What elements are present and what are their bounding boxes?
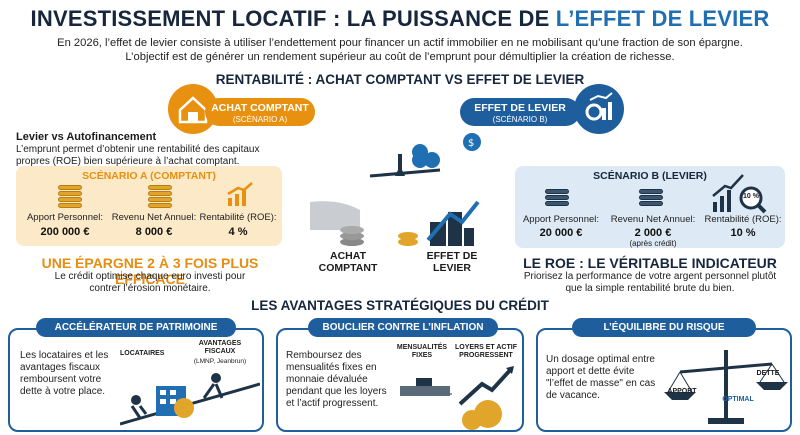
title-accent: L’EFFET DE LEVIER bbox=[555, 6, 770, 31]
inflation-shield-icon bbox=[396, 364, 520, 435]
label-dette: DETTE bbox=[756, 370, 780, 377]
a-roe-label: Rentabilité (ROE): bbox=[199, 212, 277, 223]
b-roe-label: Rentabilité (ROE): bbox=[704, 214, 782, 225]
label-optimal: OPTIMAL bbox=[722, 396, 754, 403]
pill-b-title: EFFET DE LEVIER bbox=[474, 102, 566, 114]
box1-title: ACCÉLÉRATEUR DE PATRIMOINE bbox=[36, 318, 236, 337]
advantages-heading: LES AVANTAGES STRATÉGIQUES DU CRÉDIT bbox=[251, 298, 549, 313]
a-revenu-label: Revenu Net Annuel: bbox=[111, 212, 197, 223]
pushing-building-icon bbox=[119, 362, 261, 433]
pill-a-title: ACHAT COMPTANT bbox=[211, 102, 309, 114]
a-revenu-value: 8 000 € bbox=[135, 226, 173, 238]
gears-growth-icon bbox=[574, 84, 624, 134]
roe-title: LE ROE : LE VÉRITABLE INDICATEUR bbox=[523, 255, 777, 271]
pill-effet-levier: EFFET DE LEVIER (SCÉNARIO B) bbox=[460, 98, 580, 126]
coin-stack-icon bbox=[545, 188, 569, 206]
pill-a-sub: (SCÉNARIO A) bbox=[232, 115, 288, 124]
label-fiscaux: AVANTAGES FISCAUX bbox=[198, 340, 242, 355]
box3-text: Un dosage optimal entre apport et dette … bbox=[546, 354, 656, 401]
box2-text: Remboursez des mensualités fixes en monn… bbox=[286, 350, 387, 409]
center-right-label: EFFET DE LEVIER bbox=[426, 250, 478, 274]
b-revenu-label: Revenu Net Annuel: bbox=[610, 214, 696, 225]
svg-text:$: $ bbox=[468, 138, 474, 149]
label-fiscaux-sub: (LMNP, Jeanbrun) bbox=[193, 358, 247, 365]
roe-badge: 10 % bbox=[743, 193, 759, 200]
b-revenu-value: 2 000 € bbox=[634, 227, 672, 239]
lever-title: Levier vs Autofinancement bbox=[16, 131, 157, 143]
coin-stack-icon bbox=[58, 184, 82, 208]
chart-up-icon bbox=[226, 182, 254, 211]
coin-stack-icon bbox=[639, 188, 663, 206]
pill-b-sub: (SCÉNARIO B) bbox=[492, 115, 548, 124]
growth-magnifier-icon bbox=[711, 172, 767, 219]
center-illustration: $ bbox=[300, 130, 500, 260]
efficacy-text: Le crédit optimise chaque euro investi p… bbox=[54, 271, 246, 294]
pill-achat-comptant: ACHAT COMPTANT (SCÉNARIO A) bbox=[205, 98, 315, 126]
b-apport-value: 20 000 € bbox=[539, 227, 583, 239]
a-apport-value: 200 000 € bbox=[40, 226, 90, 238]
title-main: INVESTISSEMENT LOCATIF : LA PUISSANCE DE bbox=[30, 6, 556, 31]
balance-scale-icon bbox=[660, 342, 788, 435]
scenario-b-title: SCÉNARIO B (LEVIER) bbox=[593, 170, 707, 182]
box-accelerateur: Les locataires et les avantages fiscaux … bbox=[8, 328, 264, 432]
a-roe-value: 4 % bbox=[228, 226, 248, 238]
label-fixes: MENSUALITÉS FIXES bbox=[396, 344, 448, 359]
label-progress: LOYERS ET ACTIF PROGRESSENT bbox=[455, 344, 517, 359]
center-left-label: ACHAT COMPTANT bbox=[318, 250, 378, 274]
label-locataires: LOCATAIRES bbox=[120, 350, 165, 357]
seesaw-icon: $ bbox=[310, 133, 481, 246]
coin-stack-icon bbox=[148, 184, 172, 208]
box2-title: BOUCLIER CONTRE L’INFLATION bbox=[308, 318, 498, 337]
box1-text: Les locataires et les avantages fiscaux … bbox=[20, 350, 109, 397]
b-apport-label: Apport Personnel: bbox=[522, 214, 600, 225]
box3-title: L’ÉQUILIBRE DU RISQUE bbox=[572, 318, 756, 337]
comparison-heading: RENTABILITÉ : ACHAT COMPTANT VS EFFET DE… bbox=[215, 72, 585, 87]
intro-line-2: L’objectif est de générer un rendement s… bbox=[125, 51, 675, 63]
lever-text: L’emprunt permet d’obtenir une rentabili… bbox=[16, 144, 260, 167]
scenario-a-title: SCÉNARIO A (COMPTANT) bbox=[82, 170, 216, 182]
page-title: INVESTISSEMENT LOCATIF : LA PUISSANCE DE… bbox=[0, 6, 800, 32]
box-equilibre: Un dosage optimal entre apport et dette … bbox=[536, 328, 792, 432]
intro-line-1: En 2026, l’effet de levier consiste à ut… bbox=[57, 37, 743, 49]
b-revenu-note: (après crédit) bbox=[629, 239, 677, 248]
intro: En 2026, l’effet de levier consiste à ut… bbox=[40, 36, 760, 64]
b-roe-value: 10 % bbox=[730, 227, 756, 239]
roe-text: Priorisez la performance de votre argent… bbox=[523, 271, 777, 294]
efficacy-title: UNE ÉPARGNE 2 À 3 FOIS PLUS EFFICACE bbox=[41, 255, 259, 287]
box-bouclier: Remboursez des mensualités fixes en monn… bbox=[276, 328, 524, 432]
scenario-a-card: SCÉNARIO A (COMPTANT) Apport Personnel: … bbox=[16, 166, 282, 246]
a-apport-label: Apport Personnel: bbox=[26, 212, 104, 223]
scenario-b-card: SCÉNARIO B (LEVIER) 10 % Apport Personne… bbox=[515, 166, 785, 248]
label-apport: APPORT bbox=[667, 388, 697, 395]
